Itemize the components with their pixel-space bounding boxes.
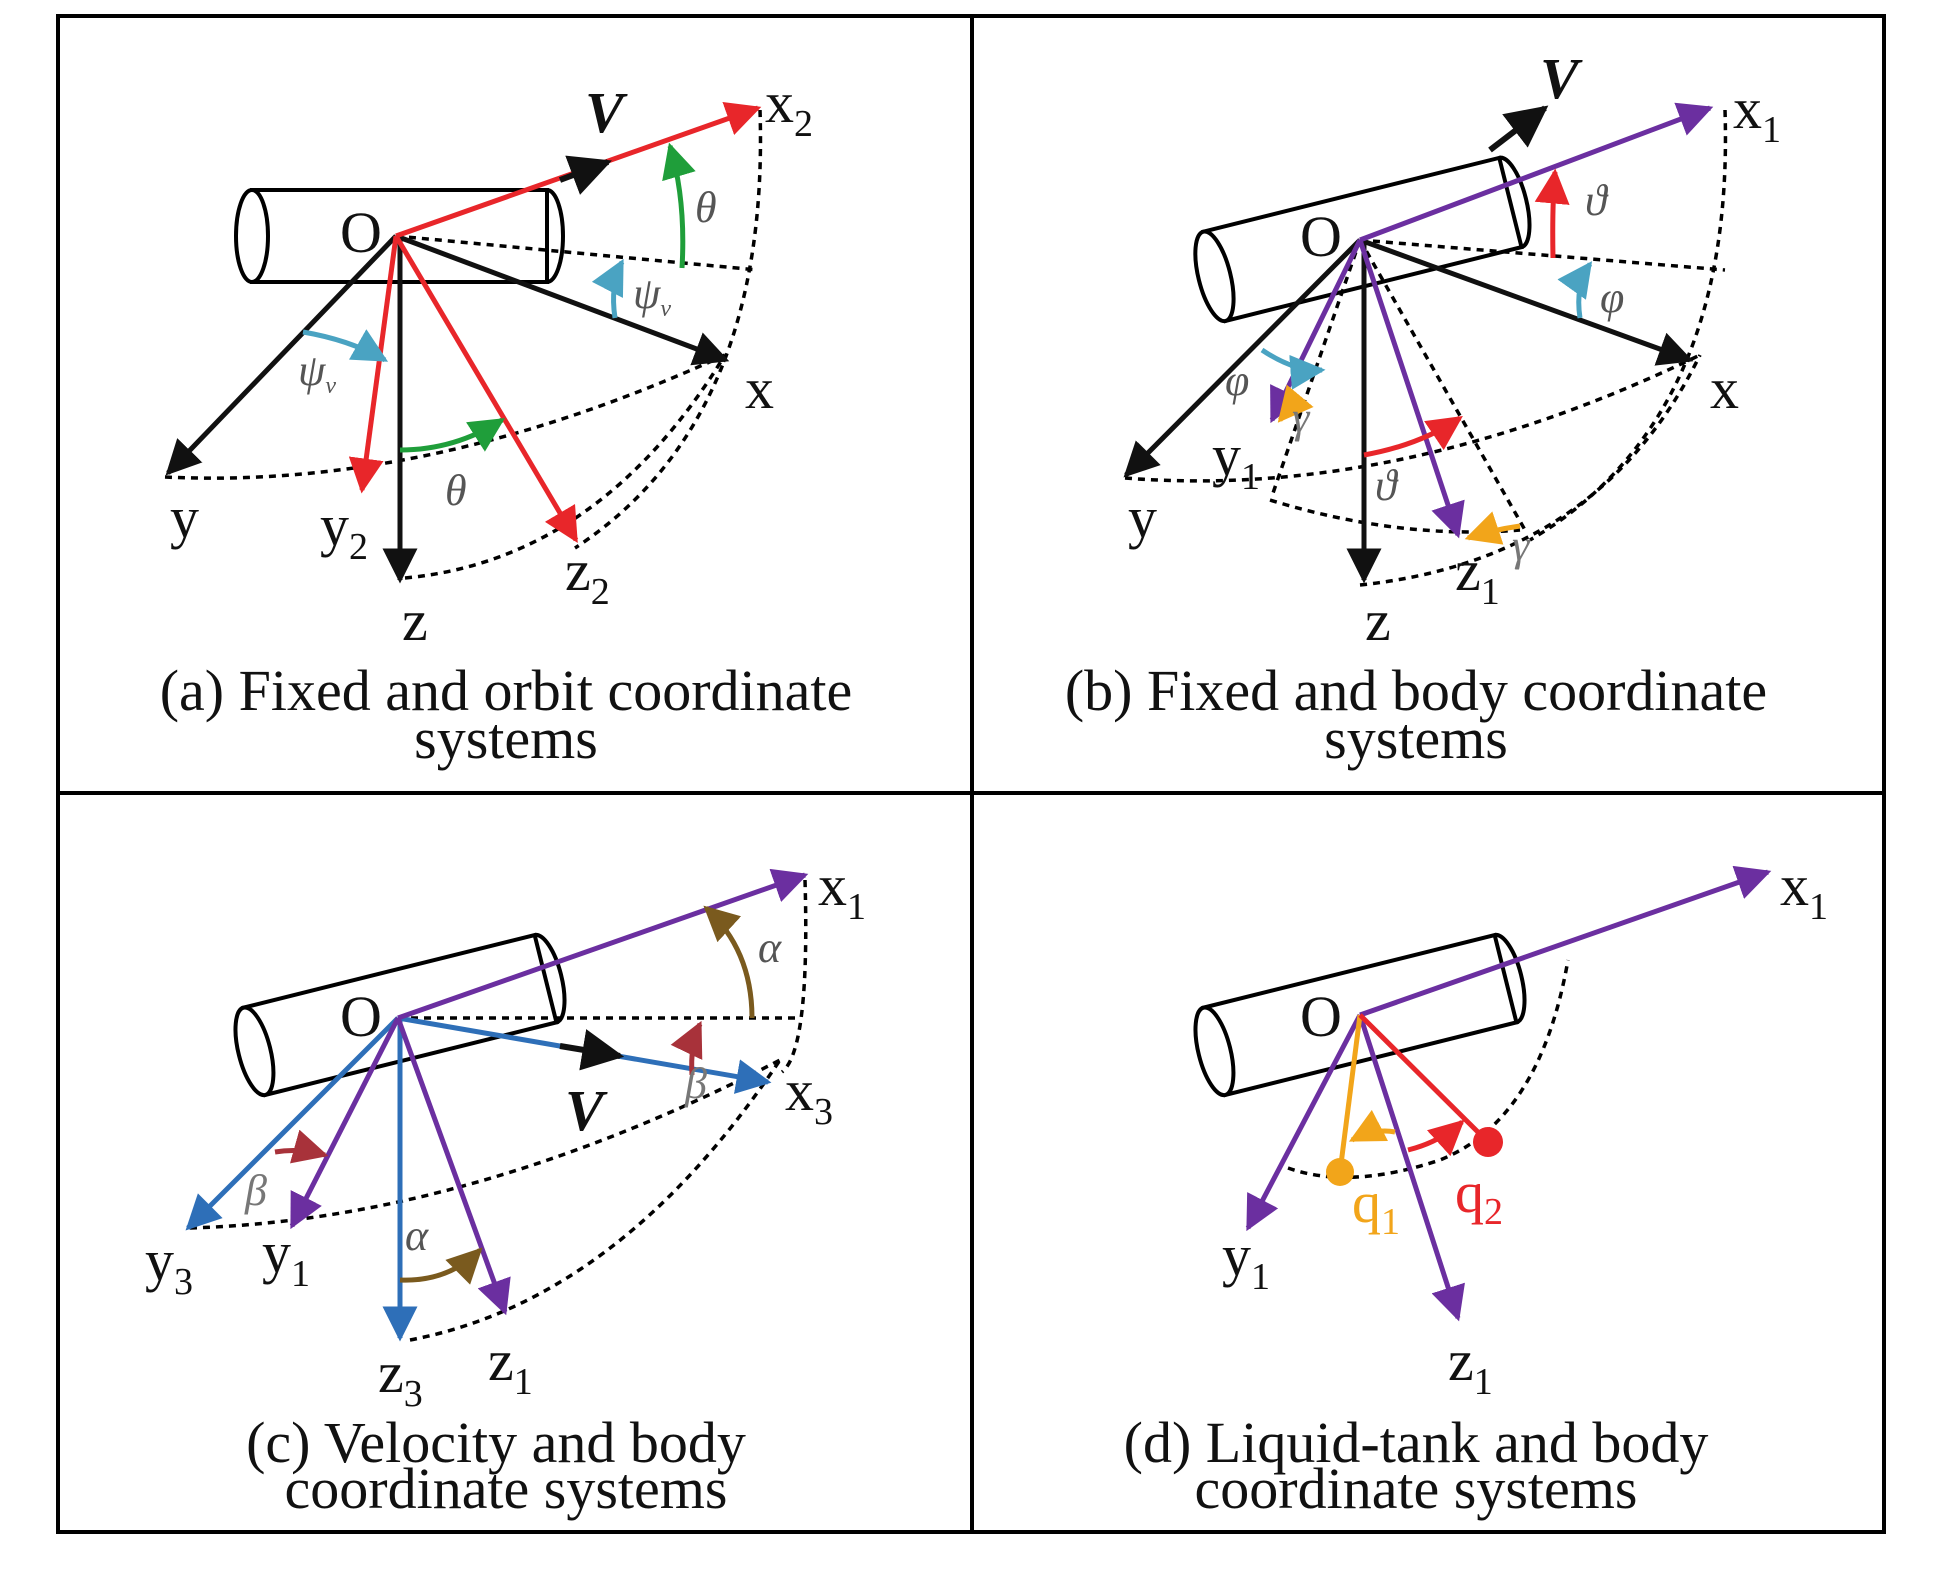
- pendulum-mass-q1: [1326, 1158, 1354, 1186]
- psi-arc-a1: [591, 258, 625, 319]
- axis-z2-a: [393, 234, 579, 544]
- alpha-arc-c1: [703, 905, 755, 1019]
- origin-label-d: O: [1300, 984, 1342, 1049]
- axis-x-a: [395, 233, 730, 366]
- psi-label-a1: ψv: [633, 269, 671, 322]
- velocity-arrow-c: [559, 1029, 625, 1071]
- panel-d: O x1 y1 z1 q1 q2 (d) Liquid-tank and bod…: [1124, 853, 1828, 1521]
- psi-arc-a2: [302, 329, 389, 363]
- vartheta-label-b1: ϑ: [1585, 176, 1609, 225]
- axis-x2-label-a: x2: [765, 70, 813, 145]
- caption-b-line2: systems: [1324, 706, 1508, 771]
- caption-c-line2: coordinate systems: [285, 1456, 728, 1521]
- caption-d-line2: coordinate systems: [1195, 1456, 1638, 1521]
- beta-label-c2: β: [244, 1166, 267, 1215]
- theta-arc-a2: [399, 417, 505, 453]
- axis-y-a: [165, 234, 398, 476]
- vartheta-arc-b2: [1363, 415, 1463, 458]
- velocity-arrow-a: [558, 155, 612, 195]
- q2-label-d: q2: [1455, 1160, 1503, 1233]
- alpha-label-c2: α: [405, 1211, 429, 1260]
- q1-label-d: q1: [1352, 1170, 1400, 1243]
- phi-arc-b2: [1260, 347, 1326, 390]
- gamma-label-b1: γ: [1292, 393, 1311, 442]
- caption-b-line1: (b) Fixed and body coordinate: [1065, 658, 1767, 723]
- axis-x-label-a: x: [745, 356, 774, 421]
- pendulum-q1: [1337, 1014, 1363, 1173]
- axis-y3-c: [185, 1016, 400, 1231]
- gamma-label-b2: γ: [1512, 521, 1531, 570]
- q1-arc-d: [1348, 1109, 1396, 1143]
- origin-label-b: O: [1300, 204, 1342, 269]
- axis-y1-label-c: y1: [262, 1220, 310, 1295]
- panel-c: O V x1 x3 y3 y1 z3 z1 α α β β (c) Veloci…: [145, 853, 866, 1521]
- velocity-label-c: V: [565, 1078, 608, 1143]
- axis-x-b: [1359, 237, 1694, 366]
- axis-z1-b: [1357, 239, 1465, 539]
- velocity-label-b: V: [1540, 46, 1583, 111]
- alpha-label-c1: α: [758, 923, 782, 972]
- vartheta-label-b2: ϑ: [1375, 461, 1399, 510]
- axis-x1-label-b: x1: [1733, 76, 1781, 151]
- axis-y2-a: [348, 235, 399, 494]
- axis-y1-c: [289, 1016, 401, 1230]
- axis-z1-c: [395, 1017, 511, 1316]
- caption-a-line1: (a) Fixed and orbit coordinate: [160, 658, 853, 723]
- pendulum-q2: [1358, 1013, 1490, 1144]
- velocity-arrow-b: [1488, 105, 1549, 153]
- velocity-label-a: V: [585, 80, 628, 145]
- theta-label-a2: θ: [445, 466, 467, 515]
- vartheta-arc-b1: [1534, 168, 1570, 259]
- pendulum-mass-q2: [1473, 1127, 1503, 1157]
- axis-z3-label-c: z3: [378, 1340, 423, 1415]
- axis-z1-label-d: z1: [1448, 1328, 1493, 1403]
- axis-x1-label-d: x1: [1780, 853, 1828, 928]
- axis-z-label-a: z: [402, 588, 428, 653]
- beta-arc-c1: [670, 1020, 703, 1076]
- gamma-arc-b1: [1277, 384, 1314, 423]
- theta-arc-a1: [662, 142, 696, 269]
- axis-x1-c: [397, 868, 809, 1021]
- beta-arc-c2: [274, 1129, 329, 1164]
- panel-a: O V x2 x y y2 z z2 θ θ ψv ψv (a) Fixed a…: [160, 70, 853, 771]
- axis-x1-d: [1359, 865, 1772, 1018]
- phi-label-b1: φ: [1600, 273, 1624, 322]
- axis-z2-label-a: z2: [565, 538, 610, 613]
- axis-x1-label-c: x1: [818, 853, 866, 928]
- theta-label-a1: θ: [695, 183, 717, 232]
- axis-y-label-b: y: [1128, 485, 1157, 550]
- q2-arc-d: [1407, 1119, 1465, 1157]
- phi-label-b2: φ: [1225, 356, 1249, 405]
- axis-y1-d: [1245, 1013, 1363, 1232]
- panel-b: O V x1 x y y1 z z1 ϑ ϑ φ φ γ γ (b) Fixed…: [1065, 46, 1781, 771]
- axis-y-b: [1123, 238, 1362, 478]
- axis-y3-label-c: y3: [145, 1228, 193, 1303]
- axis-y-label-a: y: [170, 485, 199, 550]
- caption-a-line2: systems: [414, 706, 598, 771]
- axis-y1-label-b: y1: [1212, 423, 1260, 498]
- axis-y2-label-a: y2: [320, 493, 368, 568]
- axis-z-label-b: z: [1365, 588, 1391, 653]
- axis-z1-d: [1357, 1014, 1465, 1322]
- gamma-arc-b2: [1464, 511, 1521, 545]
- axis-z1-label-c: z1: [488, 1328, 533, 1403]
- origin-label-c: O: [340, 984, 382, 1049]
- beta-label-c1: β: [684, 1059, 707, 1108]
- caption-c-line1: (c) Velocity and body: [246, 1410, 746, 1475]
- psi-label-a2: ψv: [298, 346, 336, 399]
- axis-z1-label-b: z1: [1455, 538, 1500, 613]
- axis-y1-label-d: y1: [1222, 1223, 1270, 1298]
- axis-x-label-b: x: [1710, 356, 1739, 421]
- alpha-arc-c2: [399, 1247, 483, 1285]
- axis-x3-label-c: x3: [785, 1058, 833, 1133]
- caption-d-line1: (d) Liquid-tank and body: [1124, 1410, 1709, 1475]
- origin-label-a: O: [340, 200, 382, 265]
- phi-arc-b1: [1557, 261, 1593, 319]
- axis-x1-b: [1359, 102, 1714, 243]
